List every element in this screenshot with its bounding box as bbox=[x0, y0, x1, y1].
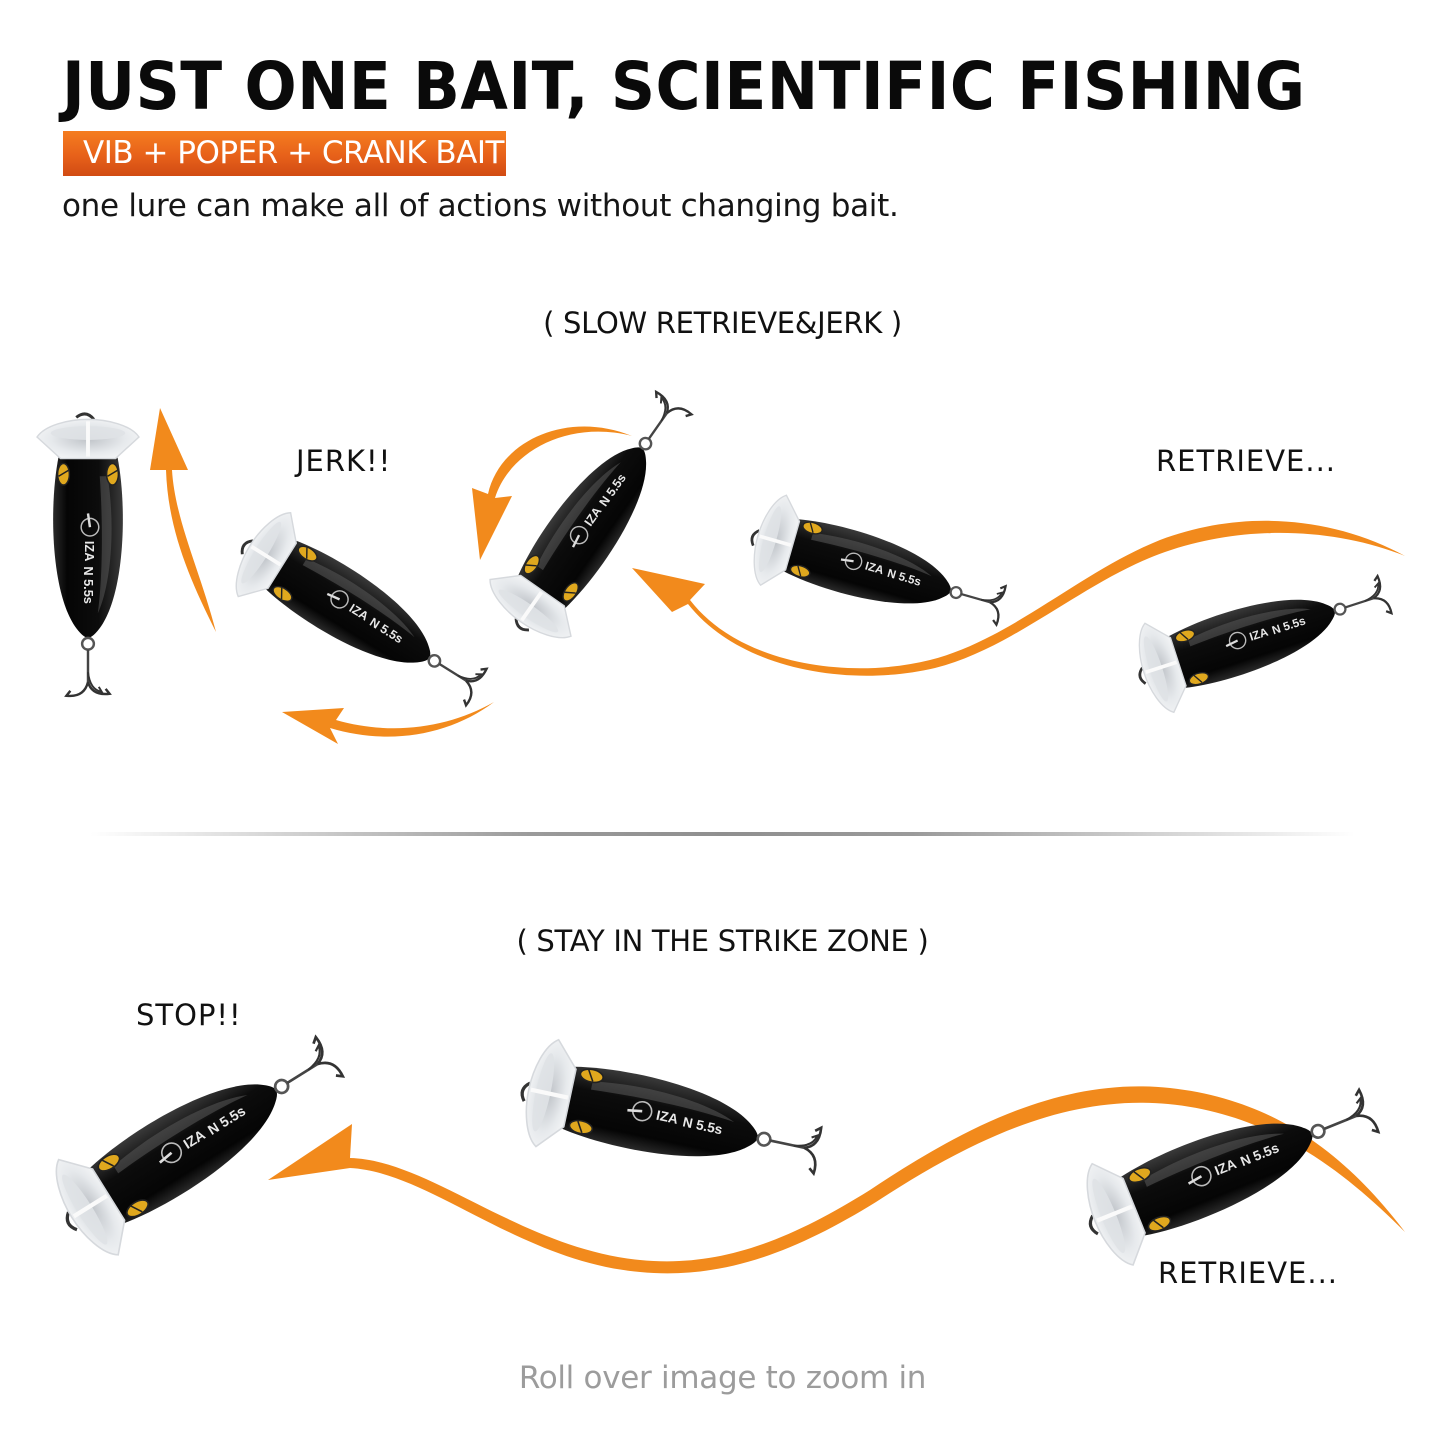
lure-arc-upright bbox=[475, 371, 717, 657]
section-divider bbox=[90, 832, 1355, 836]
label-stop: STOP!! bbox=[136, 998, 242, 1032]
page-title: JUST ONE BAIT, SCIENTIFIC FISHING bbox=[62, 48, 1306, 125]
arrow-arc-down-icon bbox=[472, 426, 632, 560]
section-heading-strike-zone: ( STAY IN THE STRIKE ZONE ) bbox=[516, 924, 929, 958]
zoom-hint: Roll over image to zoom in bbox=[518, 1360, 927, 1396]
bait-types-badge: VIB + POPER + CRANK BAIT bbox=[63, 131, 506, 176]
arrow-up-icon bbox=[150, 408, 216, 632]
label-retrieve-1: RETRIEVE... bbox=[1156, 444, 1337, 478]
label-jerk: JERK!! bbox=[296, 444, 392, 478]
lure-jerk-diagonal bbox=[217, 499, 506, 732]
arrow-left-curve-icon bbox=[282, 702, 494, 744]
page-subtitle: one lure can make all of actions without… bbox=[62, 188, 899, 224]
section-heading-retrieve-jerk: ( SLOW RETRIEVE&JERK ) bbox=[543, 306, 902, 340]
lure-strike-middle bbox=[512, 1035, 830, 1205]
lure-stop bbox=[37, 1008, 360, 1268]
lure-retrieve-mid bbox=[738, 487, 1017, 653]
orange-arrows-section-1 bbox=[150, 408, 1405, 744]
lure-retrieve-right bbox=[1122, 548, 1402, 721]
label-retrieve-2: RETRIEVE... bbox=[1158, 1256, 1339, 1290]
lure-vertical bbox=[35, 411, 141, 698]
